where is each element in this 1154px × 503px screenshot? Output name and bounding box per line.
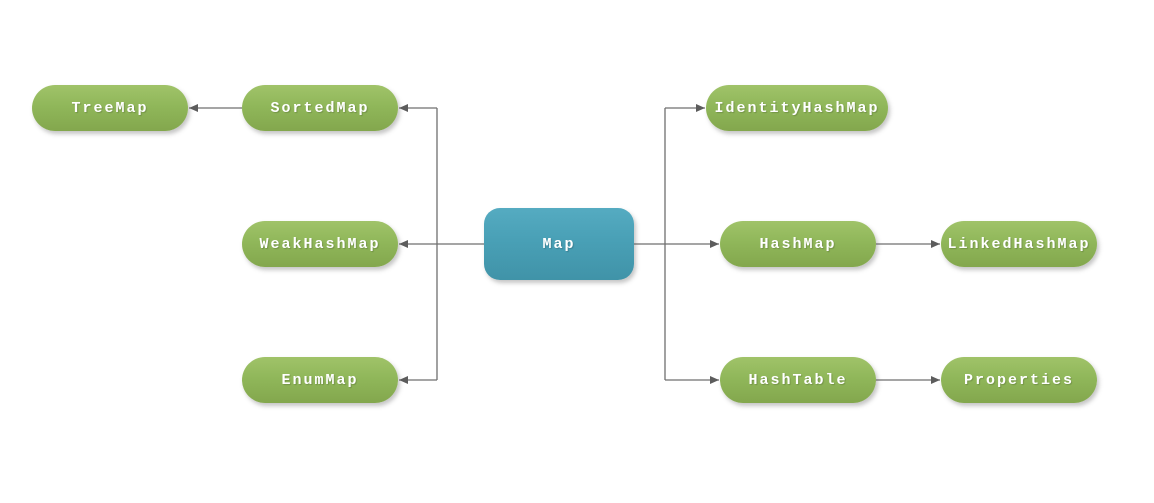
node-hashtable: HashTable (720, 357, 876, 403)
node-hashmap: HashMap (720, 221, 876, 267)
node-linkedhashmap: LinkedHashMap (941, 221, 1097, 267)
node-map-root: Map (484, 208, 634, 280)
node-properties: Properties (941, 357, 1097, 403)
node-enummap: EnumMap (242, 357, 398, 403)
node-weakhashmap: WeakHashMap (242, 221, 398, 267)
node-sortedmap: SortedMap (242, 85, 398, 131)
node-identityhashmap: IdentityHashMap (706, 85, 888, 131)
node-treemap: TreeMap (32, 85, 188, 131)
